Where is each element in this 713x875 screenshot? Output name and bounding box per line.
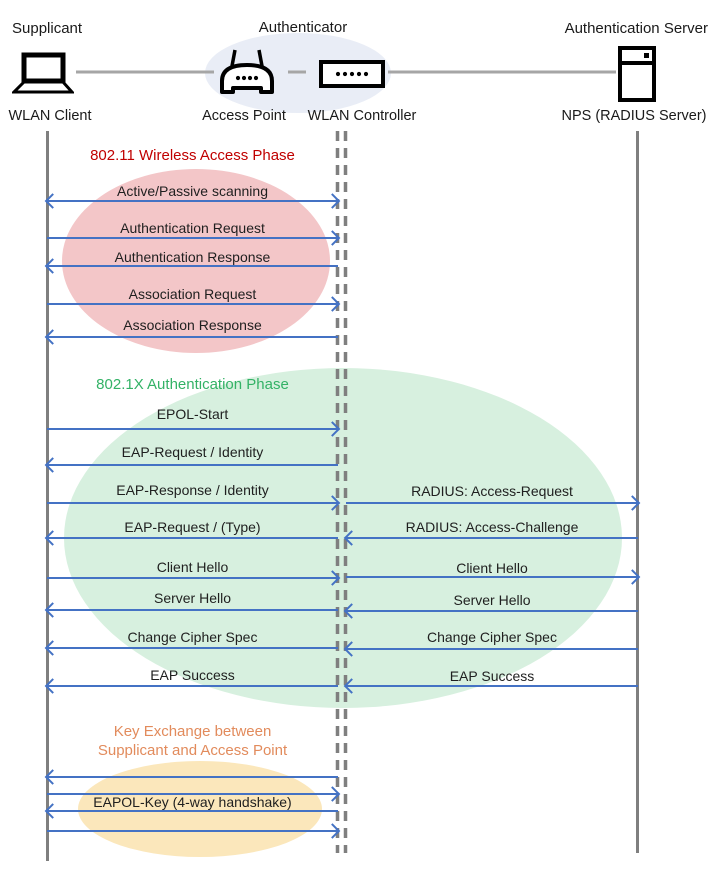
message-arrow <box>47 647 338 650</box>
message-label: EAP-Response / Identity <box>116 482 269 498</box>
node-wlan-controller: WLAN Controller <box>307 108 417 124</box>
message-arrow <box>47 428 338 431</box>
access-point-icon <box>214 48 280 95</box>
message-label: RADIUS: Access-Request <box>411 483 573 499</box>
message-label: EAP-Request / Identity <box>121 444 264 460</box>
message-arrow <box>47 685 338 688</box>
message-label: Active/Passive scanning <box>117 183 268 199</box>
message-label: Association Request <box>128 286 257 302</box>
message-arrow <box>47 810 338 813</box>
message-arrow <box>346 502 638 505</box>
message-arrow <box>346 576 638 579</box>
message-label: EAP Success <box>150 667 235 683</box>
message-label: Association Response <box>123 317 262 333</box>
message-label: EPOL-Start <box>156 406 229 422</box>
phase1-title: 802.11 Wireless Access Phase <box>90 147 295 164</box>
message-arrow <box>346 685 638 688</box>
message-label: Authentication Response <box>114 249 271 265</box>
role-authenticator: Authenticator <box>258 19 348 36</box>
message-arrow <box>47 502 338 505</box>
message-label: Server Hello <box>453 592 531 608</box>
message-label: Client Hello <box>156 559 229 575</box>
node-nps: NPS (RADIUS Server) <box>561 108 707 124</box>
message-label: EAP-Request / (Type) <box>124 519 261 535</box>
node-access-point: Access Point <box>202 108 286 124</box>
message-arrow <box>47 265 338 268</box>
message-label: Client Hello <box>456 560 528 576</box>
message-arrow <box>346 648 638 651</box>
message-arrow <box>346 610 638 613</box>
message-arrow <box>47 303 338 306</box>
server-icon <box>618 46 656 102</box>
role-authentication-server: Authentication Server <box>564 20 708 37</box>
phase3-title: Key Exchange between Supplicant and Acce… <box>47 722 338 760</box>
message-arrow <box>47 609 338 612</box>
message-label: RADIUS: Access-Challenge <box>405 519 579 535</box>
message-arrow <box>346 537 638 540</box>
message-arrow <box>47 237 338 240</box>
message-arrow <box>47 776 338 779</box>
message-label: Change Cipher Spec <box>427 629 557 645</box>
message-arrow <box>47 537 338 540</box>
laptop-icon <box>10 52 76 94</box>
message-arrow <box>47 200 338 203</box>
phase3-title-line1: Key Exchange between <box>113 723 272 740</box>
phase2-title: 802.1X Authentication Phase <box>96 376 289 393</box>
message-label: EAP Success <box>449 668 535 684</box>
role-supplicant: Supplicant <box>12 20 83 37</box>
phase3-ellipse <box>78 761 322 857</box>
message-label: EAPOL-Key (4-way handshake) <box>93 794 292 810</box>
message-arrow <box>47 830 338 833</box>
message-arrow <box>47 464 338 467</box>
message-arrow <box>47 336 338 339</box>
node-wlan-client: WLAN Client <box>8 108 92 124</box>
phase1-ellipse <box>62 169 330 353</box>
message-arrow <box>47 577 338 580</box>
phase3-title-line2: Supplicant and Access Point <box>97 742 288 759</box>
wlan-controller-icon <box>319 60 385 88</box>
message-label: Authentication Request <box>120 220 265 236</box>
message-arrow <box>47 793 338 796</box>
message-label: Change Cipher Spec <box>127 629 258 645</box>
message-label: Server Hello <box>153 590 232 606</box>
